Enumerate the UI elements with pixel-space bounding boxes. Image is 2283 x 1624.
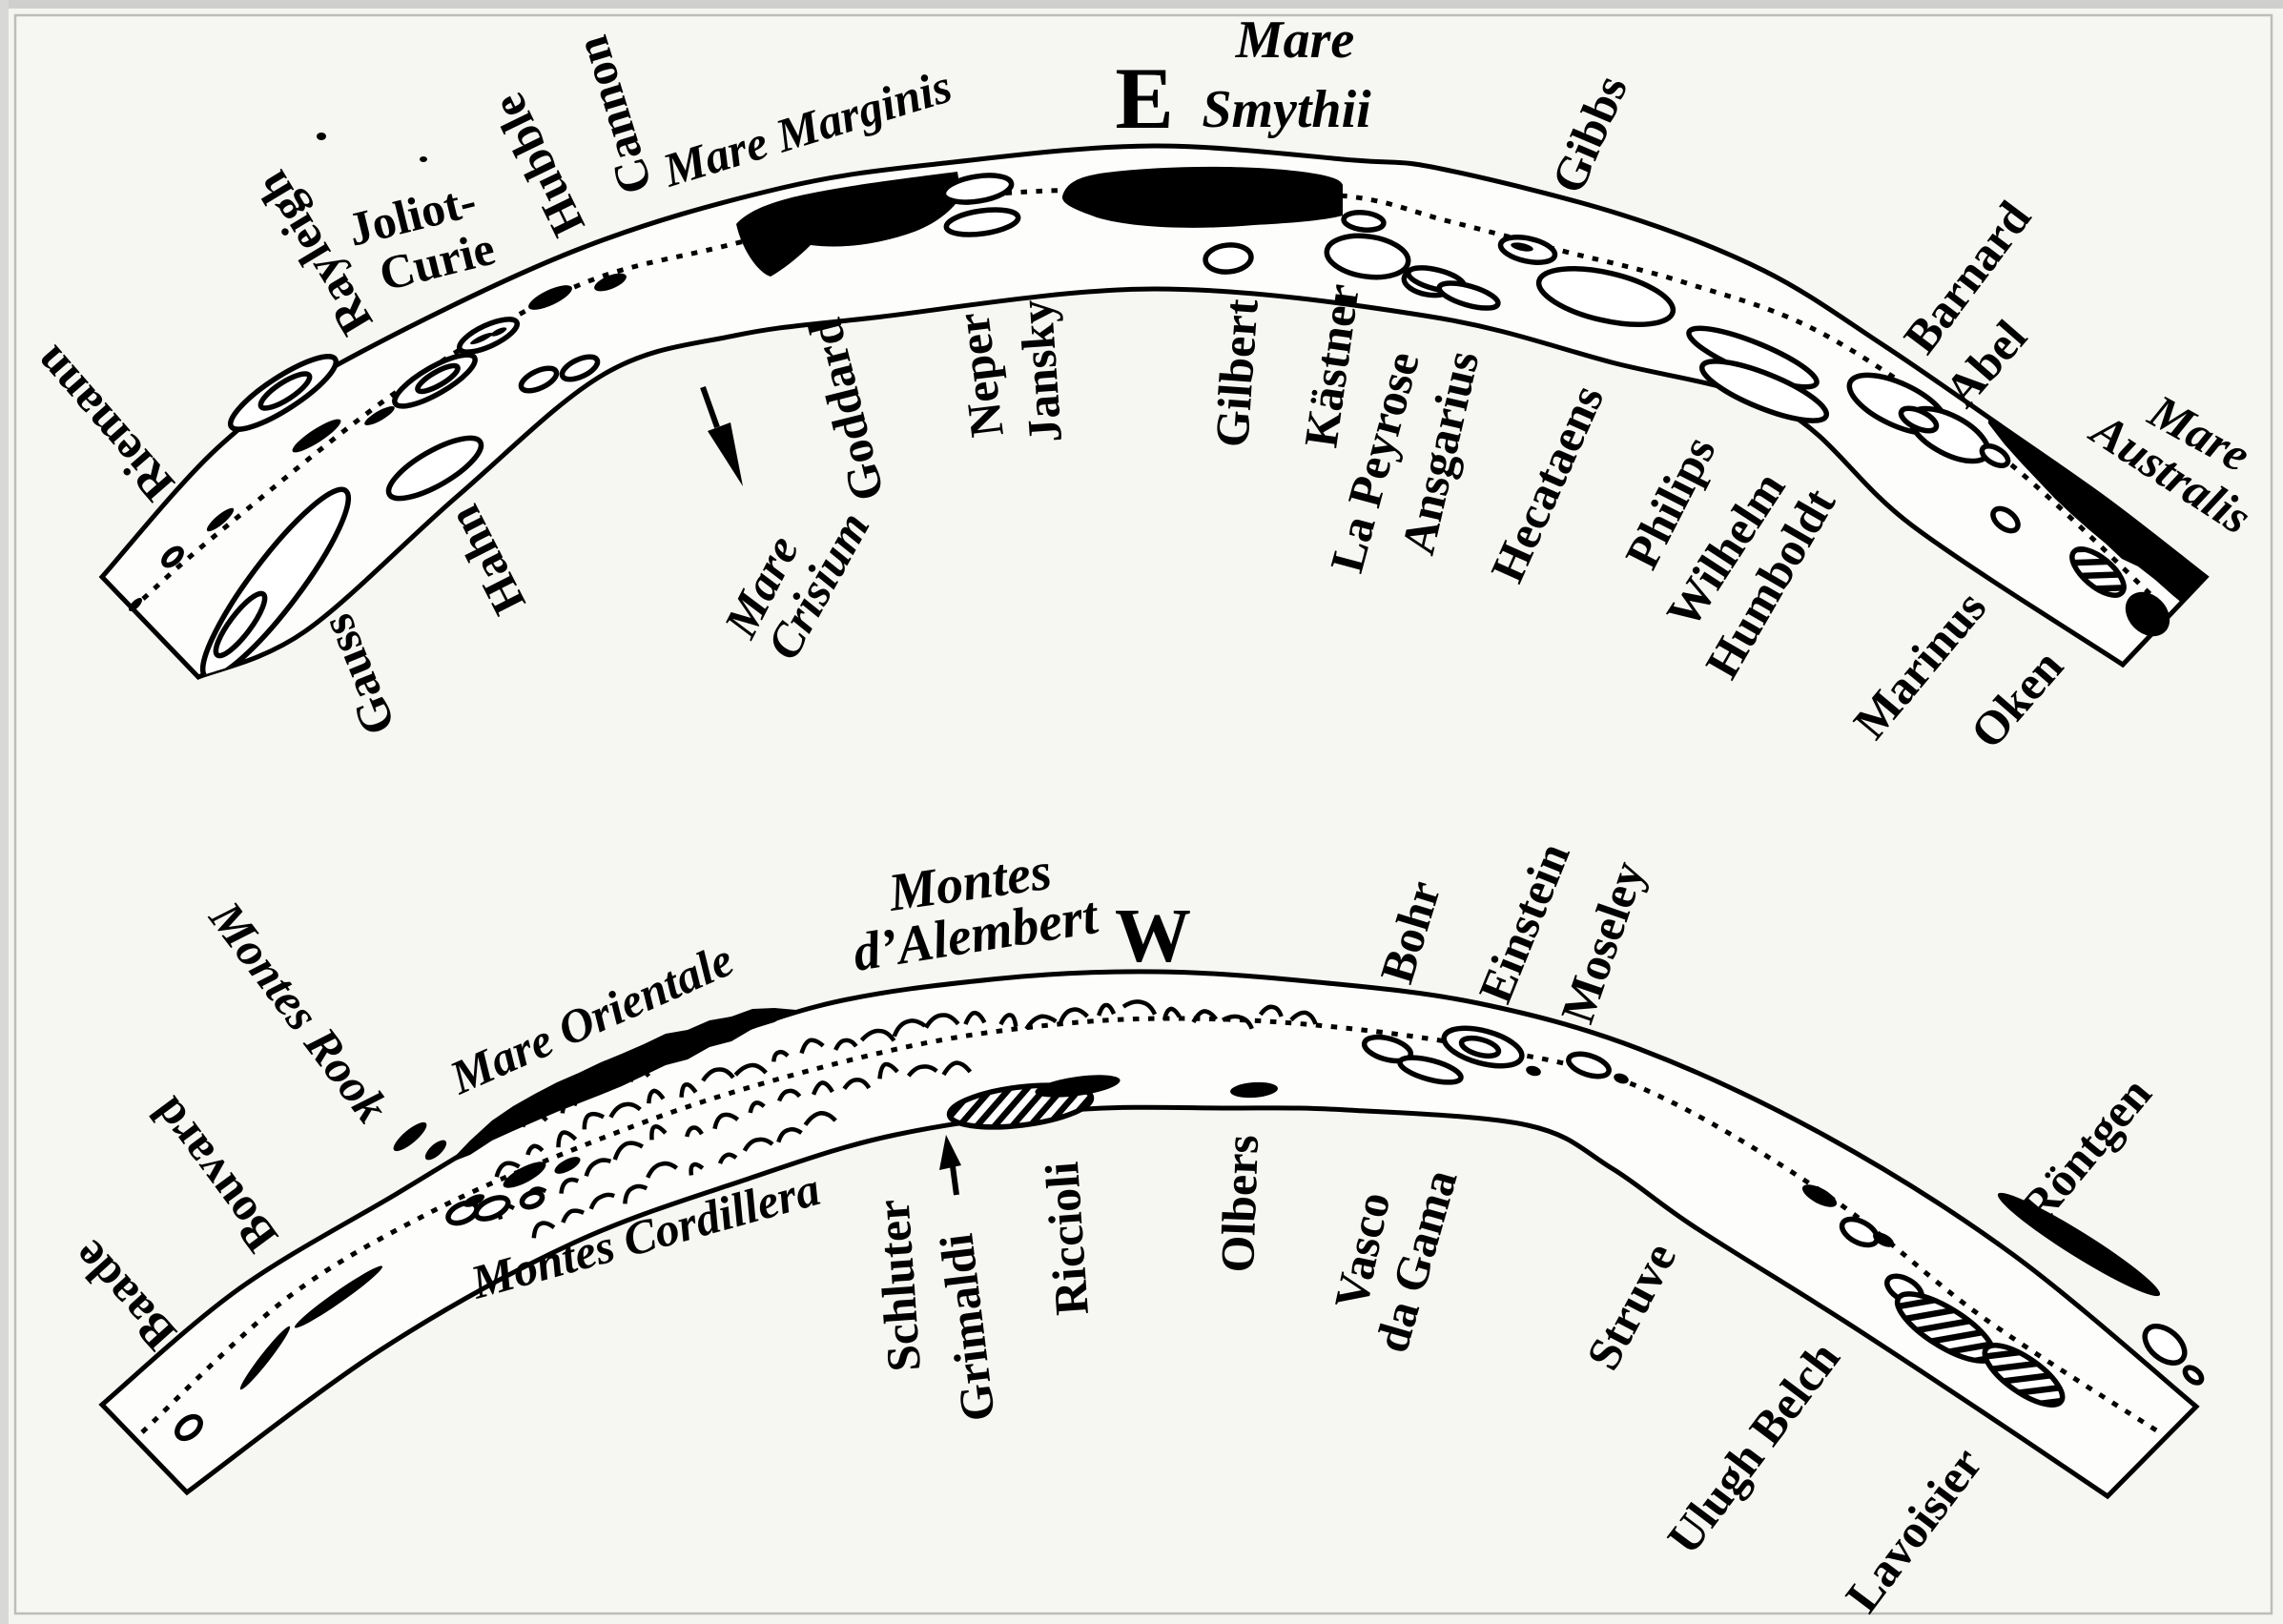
svg-text:Olbers: Olbers xyxy=(1210,1134,1268,1273)
svg-text:E: E xyxy=(1115,50,1173,147)
svg-text:W: W xyxy=(1115,894,1191,978)
svg-text:Mare: Mare xyxy=(1235,10,1354,70)
svg-text:Gilbert: Gilbert xyxy=(1204,297,1268,448)
svg-text:Riccioli: Riccioli xyxy=(1035,1160,1099,1317)
svg-text:Jansky: Jansky xyxy=(1009,298,1072,445)
svg-text:Schluter: Schluter xyxy=(866,1198,931,1373)
svg-text:Smythii: Smythii xyxy=(1202,80,1371,139)
